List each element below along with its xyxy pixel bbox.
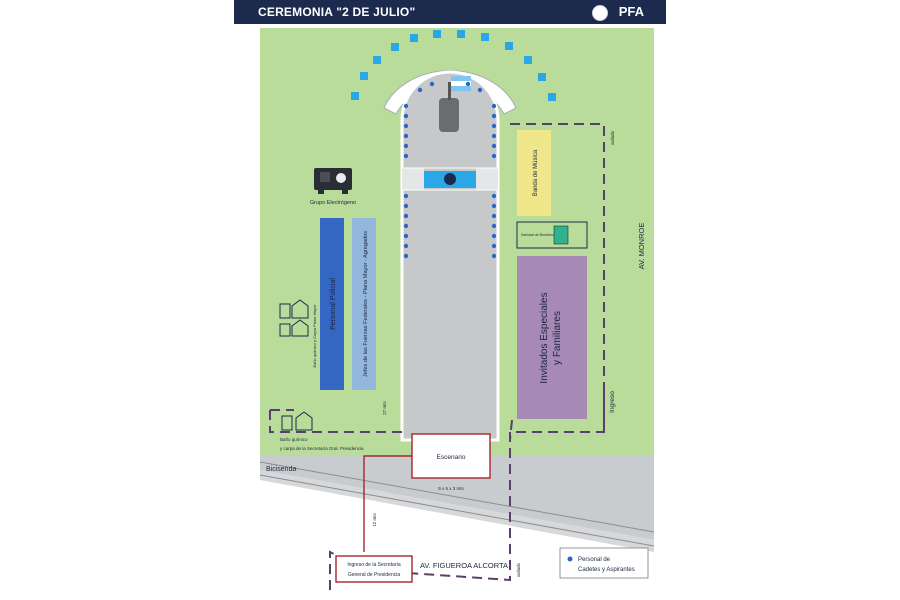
arc-seating-blocks [351, 30, 556, 101]
banda-musica-block [517, 130, 551, 216]
legend-box [559, 547, 649, 579]
vallado-label-bottom: vallado [516, 562, 521, 577]
ingreso-secretaria-label-2: General de Presidencia [348, 572, 400, 578]
escenario-label: Escenario [437, 454, 466, 461]
personal-policial-label: Personal Policial [330, 278, 337, 330]
road-line [259, 474, 655, 547]
ingreso-secretaria-box [335, 555, 413, 583]
bano-secretaria-label-1: Baño químico [280, 437, 308, 442]
jefes-block [352, 218, 376, 390]
secretaria-route [363, 455, 412, 552]
generator-label: Grupo Electrógeno [310, 200, 356, 206]
argentine-flag-icon [451, 76, 471, 91]
escenario-dimensions: 9 x 5 x 3 mts [438, 486, 464, 491]
sanidad-area [516, 221, 588, 249]
crosswalk-right [476, 168, 498, 190]
bicisenda-line [259, 461, 655, 533]
ceremony-title: CEREMONIA "2 DE JULIO" [258, 5, 416, 19]
header-bar: CEREMONIA "2 DE JULIO" PFA [234, 0, 666, 24]
bano-plana-label: Baño químico y Carpa Plana Mayor [312, 304, 317, 368]
av-figueroa-label: AV. FIGUEROA ALCORTA [420, 561, 508, 570]
jefes-label: Jefes de las Fuerzas Federales - Plana M… [363, 231, 369, 377]
bano-secretaria-label-2: y carpa de la Secretaría Gral. Presidenc… [280, 446, 364, 451]
ceremony-map-poster: CEREMONIA "2 DE JULIO" PFA [234, 0, 666, 600]
invitados-block [517, 256, 587, 419]
bano-quimico-icon [279, 299, 309, 337]
legend-personal-label-1: Personal de [578, 557, 611, 563]
personal-policial-block [320, 218, 344, 390]
parade-road [400, 70, 500, 442]
pfa-emblem-icon [592, 5, 608, 21]
ingreso-label: Ingreso [609, 391, 616, 413]
vallado-label-top: vallado [610, 130, 615, 145]
ingreso-secretaria-label-1: Ingreso de la Secretaría [347, 562, 401, 568]
ambulance-icon [553, 225, 569, 245]
legend-personal-label-2: Cadetes y Aspirantes [578, 567, 635, 573]
crosswalk-left [402, 168, 424, 190]
bicisenda-label: Bicisenda [266, 466, 296, 473]
banda-musica-label: Banda de Música [533, 149, 539, 196]
invitados-label-2: y Familiares [552, 311, 563, 365]
bano-secretaria-icon [281, 411, 313, 431]
pfa-logo: PFA [618, 4, 644, 19]
pfa-emblem-icon [444, 173, 456, 185]
measure-27m: 27 mts [382, 401, 387, 415]
invitados-label-1: Invitados Especiales [539, 292, 550, 383]
site-map: Grupo Electrógeno Personal Policial Jefe… [259, 28, 655, 600]
legend-cadet-dot-icon [567, 556, 573, 562]
bicisenda-band [260, 456, 654, 540]
sanidad-label: Sanidad de Bomberos [521, 233, 556, 237]
av-monroe-label: AV. MONROE [637, 223, 646, 270]
measure-12m: 12 mts [372, 513, 377, 527]
monument-icon [439, 98, 459, 132]
cadet-dots [403, 81, 497, 259]
generator-icon [314, 168, 352, 194]
